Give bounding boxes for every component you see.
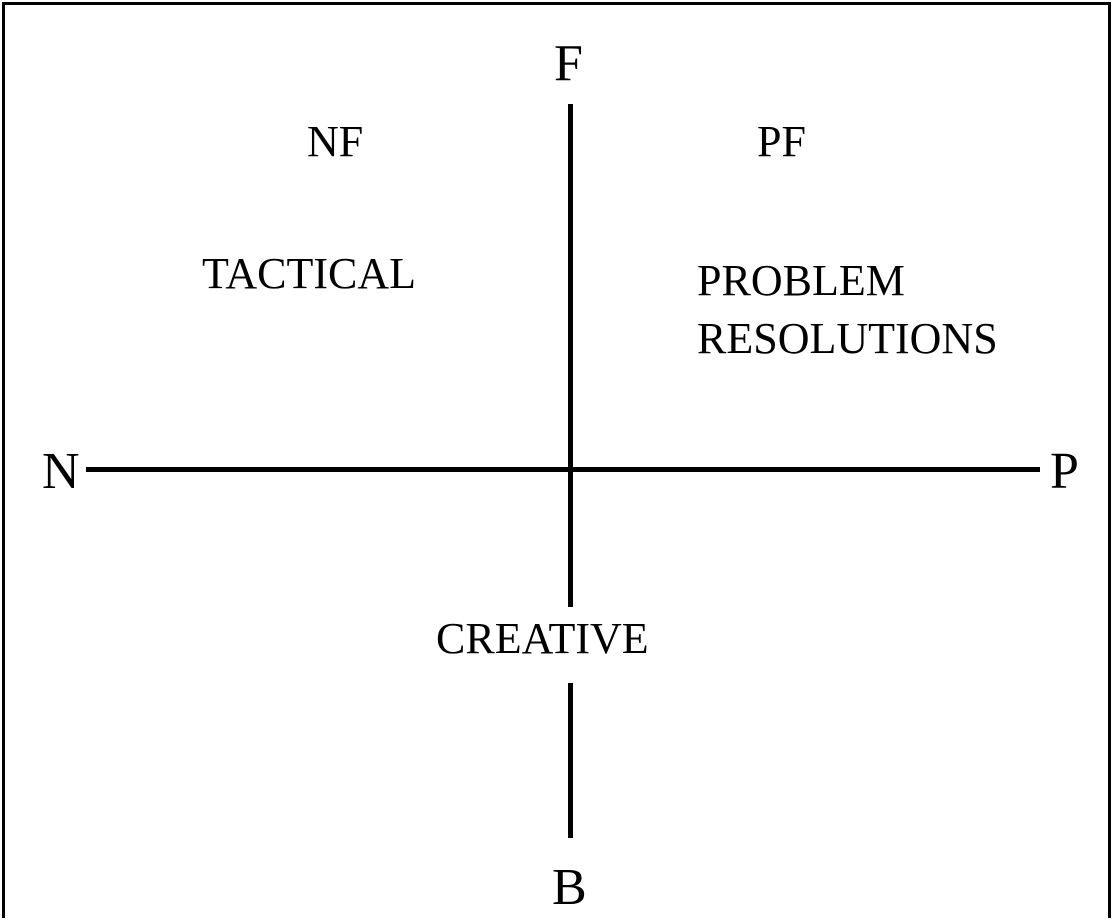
quadrant-name-top-right-line1: PROBLEM [697, 256, 905, 305]
quadrant-name-top-right: PROBLEM RESOLUTIONS [697, 252, 998, 368]
axis-label-right: P [1050, 443, 1079, 500]
axis-label-bottom: B [552, 859, 587, 916]
quadrant-name-top-left: TACTICAL [202, 249, 417, 298]
quadrant-code-top-right: PF [757, 117, 806, 166]
horizontal-axis-line [86, 467, 1040, 472]
quadrant-name-bottom-center: CREATIVE [436, 614, 649, 663]
vertical-axis-line-upper [568, 104, 573, 607]
quadrant-name-top-right-line2: RESOLUTIONS [697, 314, 998, 363]
quadrant-code-top-left: NF [307, 117, 364, 166]
vertical-axis-line-lower [568, 683, 573, 838]
axis-label-left: N [42, 443, 80, 500]
axis-label-top: F [554, 35, 583, 92]
